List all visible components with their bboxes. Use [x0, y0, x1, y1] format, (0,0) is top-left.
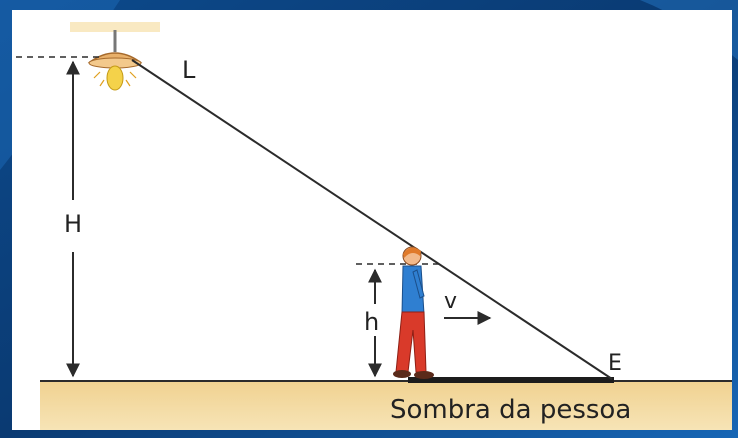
- shadow-caption: Sombra da pessoa: [390, 395, 631, 425]
- lamp-height-label: H: [64, 210, 82, 238]
- lamp-label: L: [182, 56, 196, 84]
- velocity-label: v: [444, 289, 457, 314]
- shadow-end-label: E: [608, 351, 622, 376]
- person-icon: [393, 246, 434, 379]
- person-shadow: [408, 377, 614, 383]
- person-height-label: h: [364, 308, 379, 336]
- lamp-icon: [87, 52, 143, 91]
- light-ray: [131, 59, 613, 380]
- ground-strip: [40, 382, 732, 430]
- ceiling-mount: [70, 22, 160, 32]
